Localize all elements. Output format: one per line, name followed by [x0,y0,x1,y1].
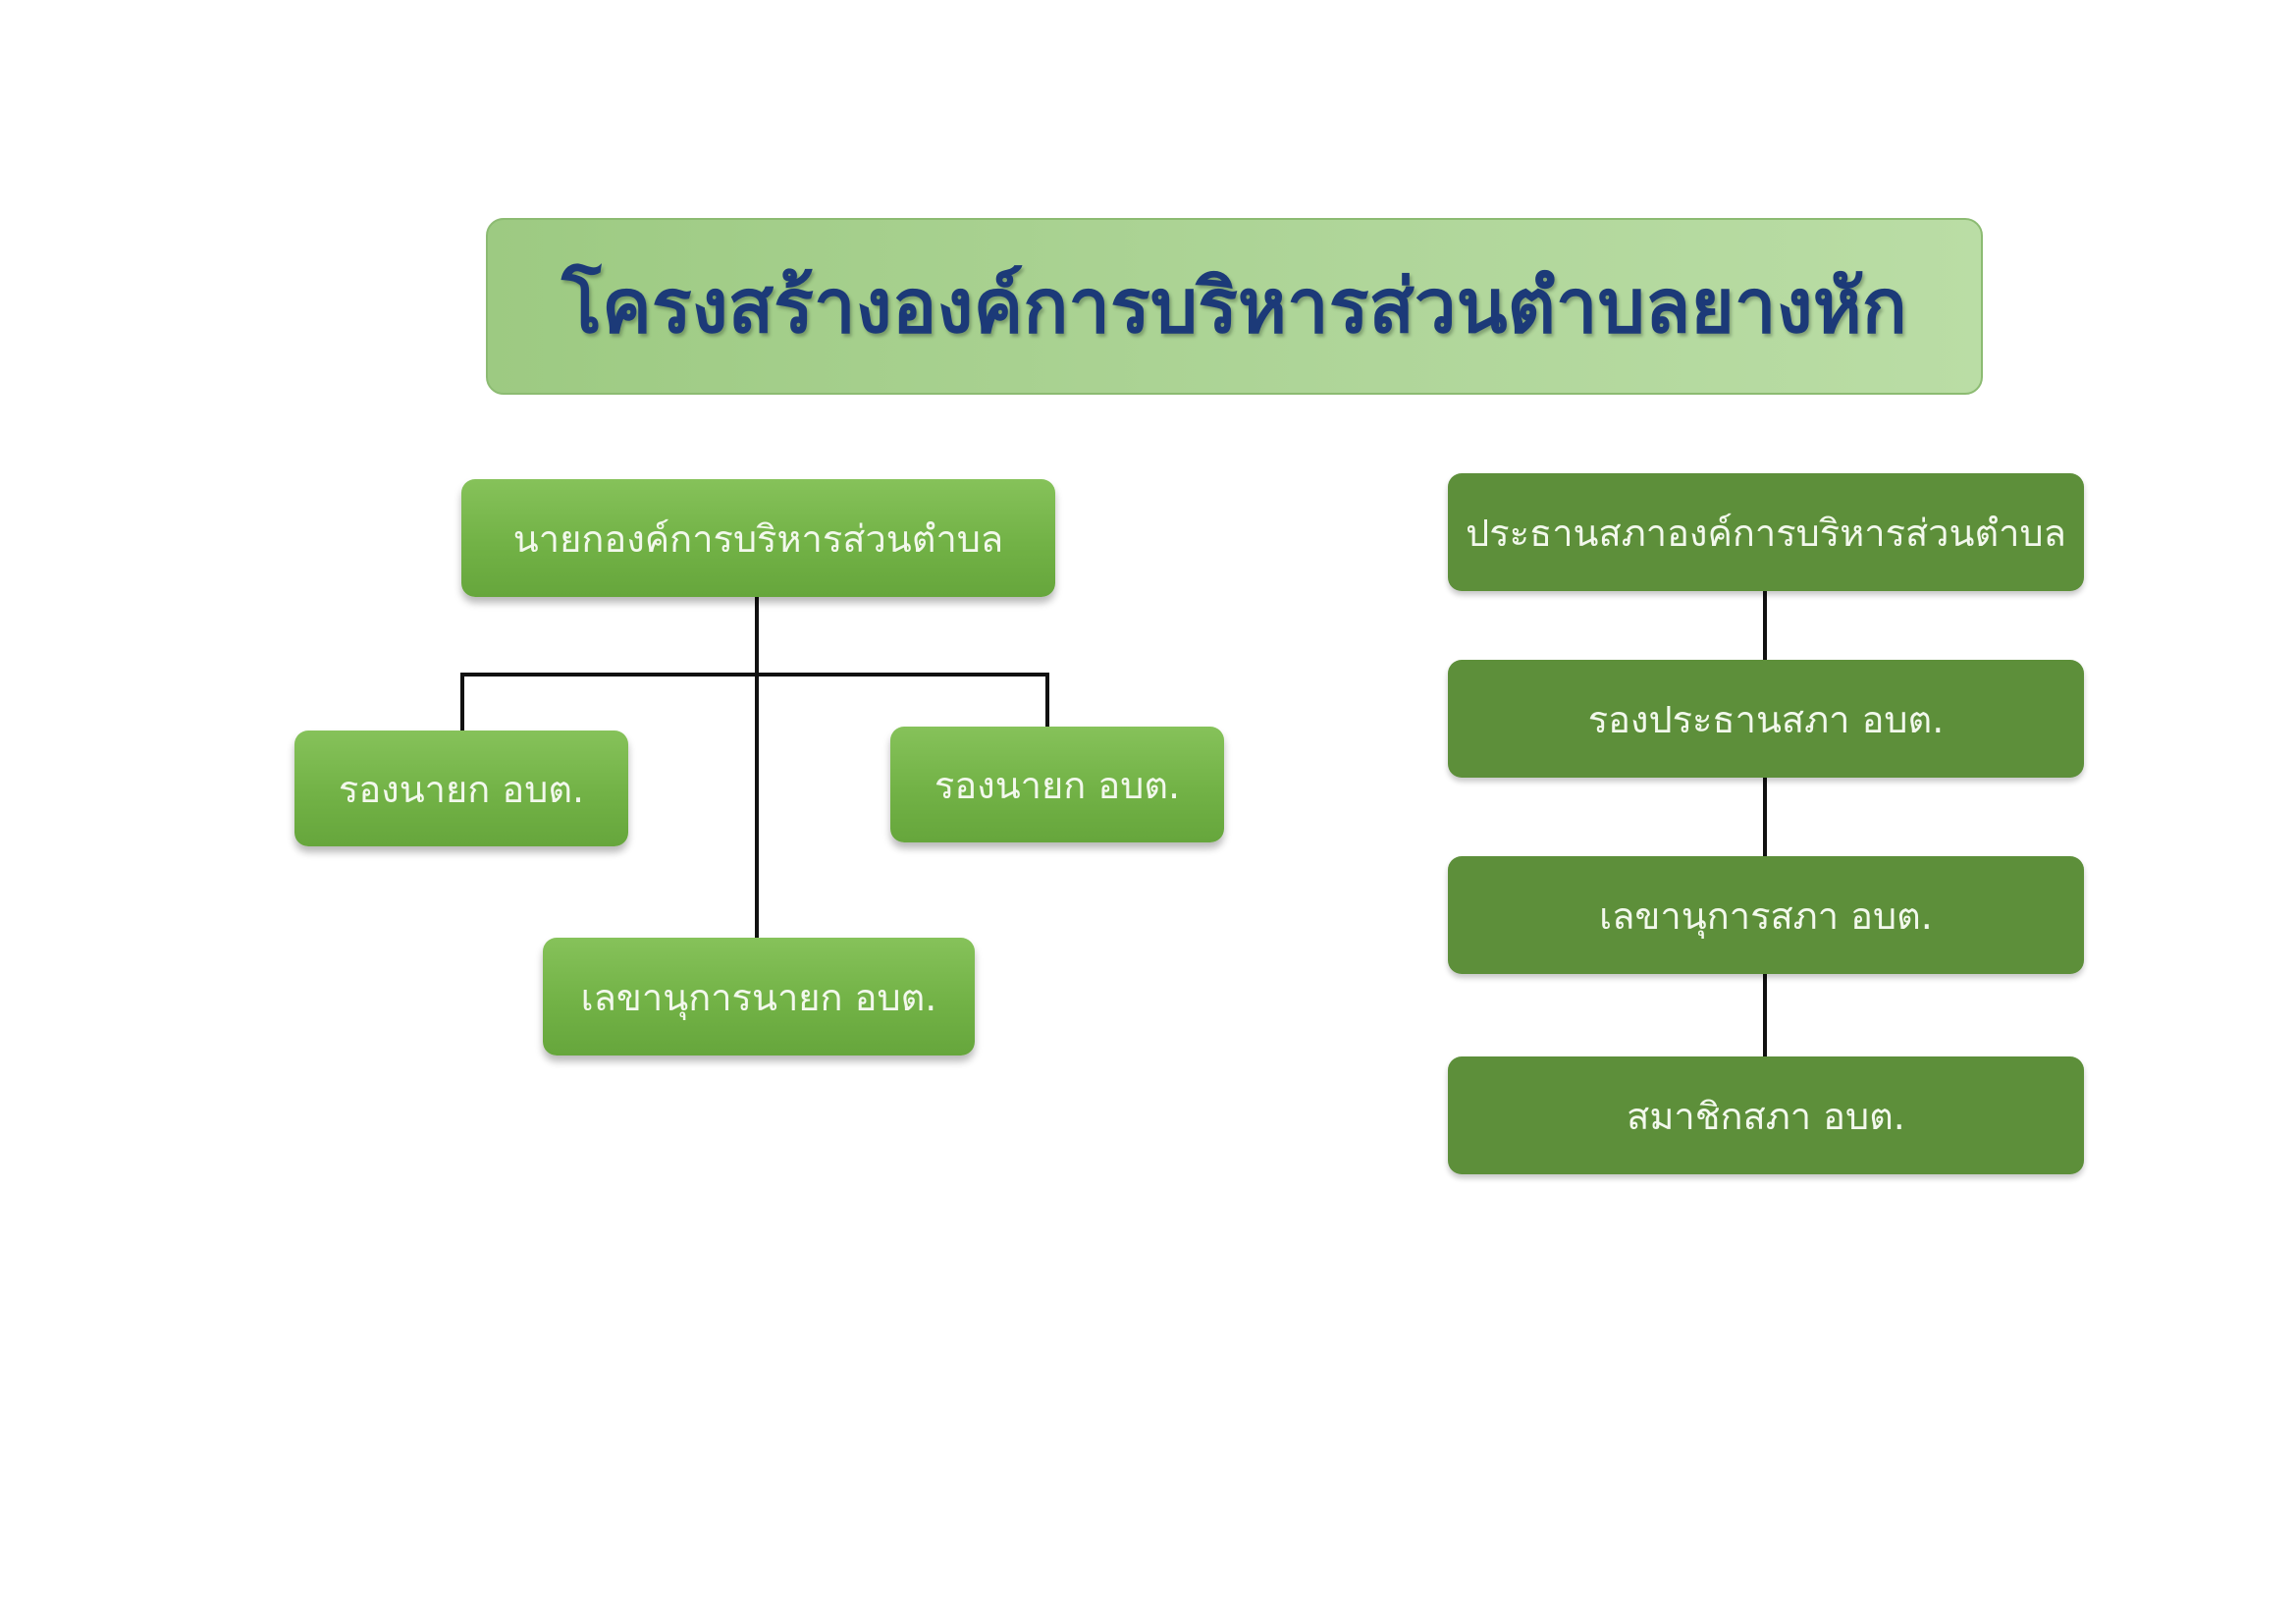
node-deputy-mayor-left-label: รองนายก อบต. [338,767,585,811]
connector-to-deputy-right [1045,673,1049,730]
page-title: โครงสร้างองค์การบริหารส่วนตำบลยางหัก [561,262,1907,350]
connector-president-vice [1763,590,1767,661]
node-council-members-label: สมาชิกสภา อบต. [1627,1094,1905,1138]
node-deputy-mayor-left: รองนายก อบต. [294,731,628,846]
node-council-president: ประธานสภาองค์การบริหารส่วนตำบล [1448,473,2084,591]
node-mayor-secretary-label: เลขานุการนายก อบต. [580,975,937,1019]
node-mayor-label: นายกองค์การบริหารส่วนตำบล [512,516,1004,561]
node-council-vice-president-label: รองประธานสภา อบต. [1587,697,1945,741]
node-deputy-mayor-right: รองนายก อบต. [890,727,1224,842]
connector-to-deputy-left [460,673,464,733]
connector-head-trunk [755,595,759,939]
node-deputy-mayor-right-label: รองนายก อบต. [934,763,1181,807]
node-council-members: สมาชิกสภา อบต. [1448,1056,2084,1174]
title-banner: โครงสร้างองค์การบริหารส่วนตำบลยางหัก [486,218,1983,395]
node-mayor: นายกองค์การบริหารส่วนตำบล [461,479,1055,597]
node-council-secretary-label: เลขานุการสภา อบต. [1599,893,1933,938]
node-council-vice-president: รองประธานสภา อบต. [1448,660,2084,778]
node-council-secretary: เลขานุการสภา อบต. [1448,856,2084,974]
connector-vice-secretary [1763,777,1767,857]
connector-horizontal-bar [460,673,1049,677]
node-council-president-label: ประธานสภาองค์การบริหารส่วนตำบล [1466,511,2066,555]
connector-secretary-members [1763,973,1767,1057]
node-mayor-secretary: เลขานุการนายก อบต. [543,938,975,1056]
